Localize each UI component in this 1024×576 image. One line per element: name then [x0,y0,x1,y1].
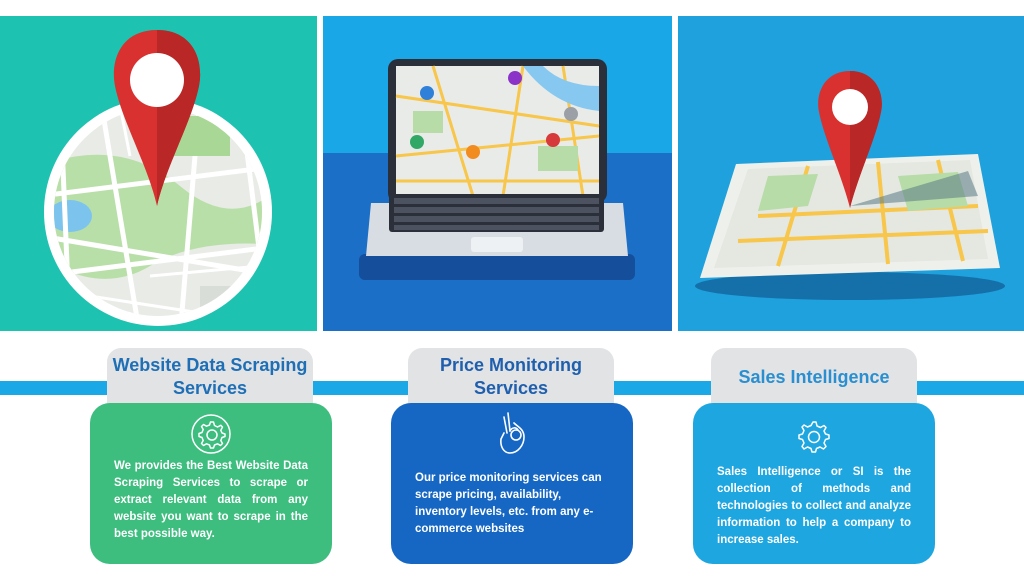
gear-icon [191,414,231,454]
map-illustration-panel [0,16,317,331]
gear-icon [798,421,830,453]
service-card-website-data-scraping: We provides the Best Website Data Scrapi… [90,403,332,564]
service-title-price-monitoring: Price Monitoring Services [408,348,614,406]
service-title-sales-intelligence: Sales Intelligence [711,348,917,406]
service-card-sales-intelligence: Sales Intelligence or SI is the collecti… [693,403,935,564]
laptop-illustration-panel [323,16,672,331]
hand-ok-icon [500,412,525,454]
service-card-price-monitoring: Our price monitoring services can scrape… [391,403,633,564]
service-description: Our price monitoring services can scrape… [415,472,602,535]
service-description: Sales Intelligence or SI is the collecti… [717,466,911,546]
service-description: We provides the Best Website Data Scrapi… [114,460,308,540]
service-title-website-data-scraping: Website Data Scraping Services [107,348,313,406]
map-pin-illustration-panel [678,16,1024,331]
